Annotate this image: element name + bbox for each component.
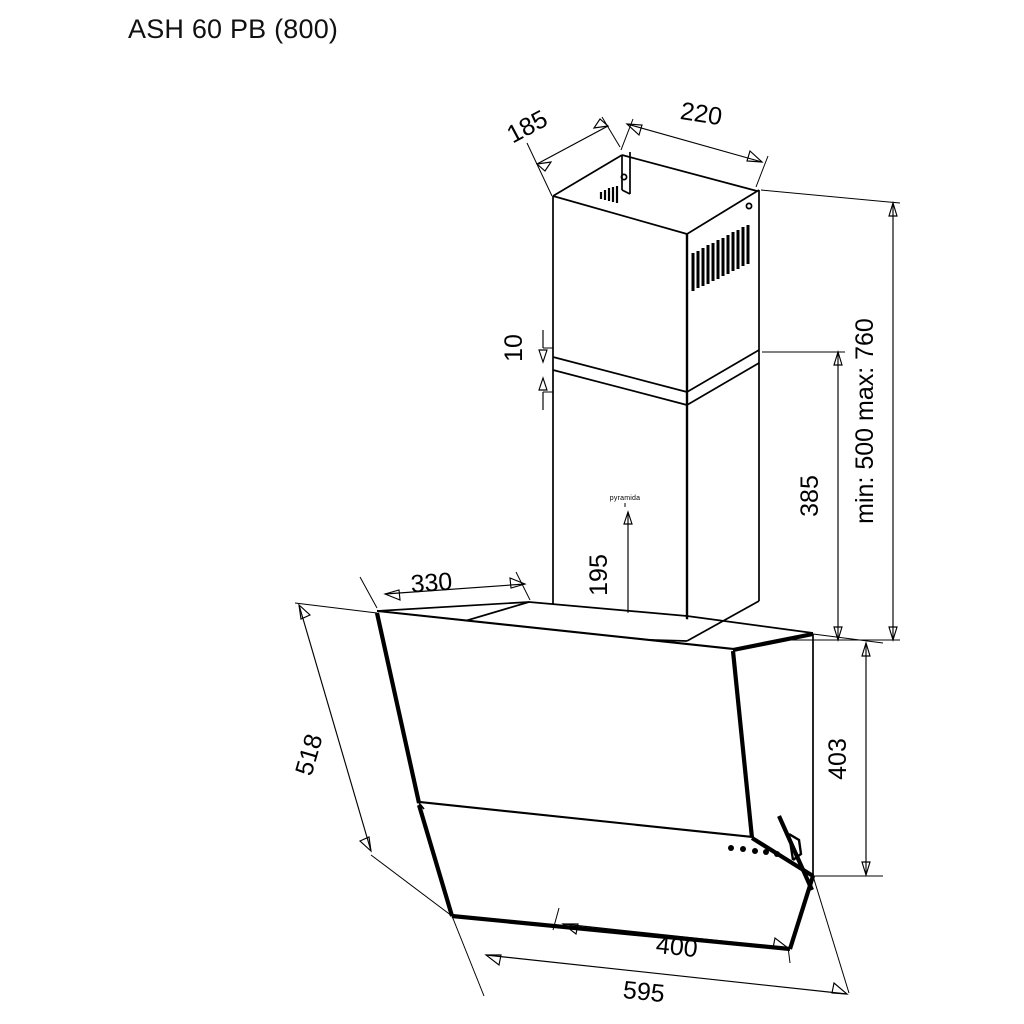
dimension-220-label: 220 <box>678 97 724 131</box>
control-button-1[interactable] <box>728 845 734 851</box>
dimension-185: 185 <box>502 105 621 197</box>
brand-logo: pyramida <box>610 495 640 507</box>
control-button-4[interactable] <box>763 849 769 855</box>
dimension-330-label: 330 <box>410 568 454 599</box>
control-button-3[interactable] <box>752 848 758 854</box>
control-button-5[interactable] <box>774 851 780 857</box>
hood-body <box>374 612 816 952</box>
dimension-403-label: 403 <box>824 738 852 780</box>
dimension-330: 330 <box>359 568 531 609</box>
dimension-10: 10 <box>500 330 553 410</box>
control-button-2[interactable] <box>740 846 746 852</box>
dimension-595-label: 595 <box>622 976 666 1008</box>
screw-icon <box>620 173 628 181</box>
dimension-195-label: 195 <box>585 554 613 596</box>
dimension-220: 220 <box>620 97 769 188</box>
top-vent-detail <box>599 186 619 203</box>
dimension-403: 403 <box>812 633 884 877</box>
dimension-install-range: min: 500 max: 760 <box>760 189 901 642</box>
dimension-595: 595 <box>451 875 850 1008</box>
dimension-185-label: 185 <box>502 105 552 149</box>
dimension-400: 400 <box>552 907 791 963</box>
page-title: ASH 60 PB (800) <box>128 14 339 44</box>
dimension-400-label: 400 <box>655 931 699 963</box>
dimension-install-range-label: min: 500 max: 760 <box>851 318 879 524</box>
dimension-385-label: 385 <box>796 475 824 517</box>
ventilation-grille <box>691 225 750 291</box>
chimney-section-joint <box>552 349 760 406</box>
dimension-385: 385 <box>762 350 845 642</box>
control-panel[interactable] <box>728 845 780 857</box>
screw-icon <box>745 202 753 210</box>
dimension-195: 195 <box>585 510 633 639</box>
dimension-518-label: 518 <box>290 731 328 779</box>
upper-chimney <box>552 152 760 641</box>
dimension-10-label: 10 <box>500 334 528 362</box>
brand-logo-text: pyramida <box>610 495 640 502</box>
side-bracket-detail <box>777 815 814 891</box>
